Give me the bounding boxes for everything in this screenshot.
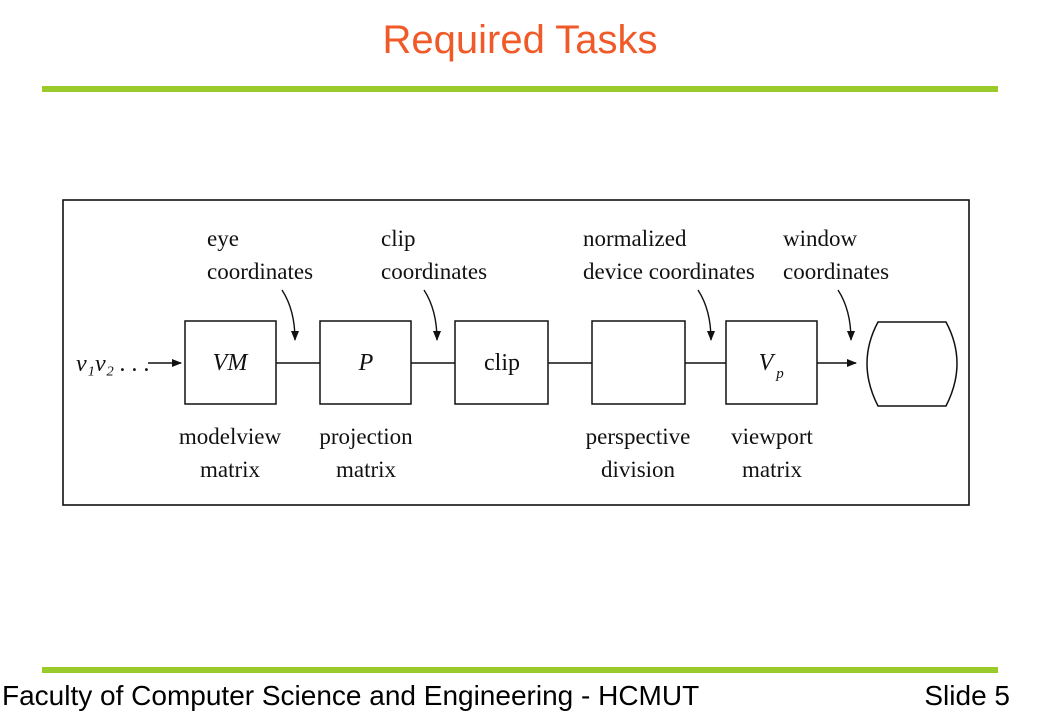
viewport-caption-line1: viewport [731,424,813,449]
normalized-device-coordinates-pointer [697,289,715,341]
projection-caption-line2: matrix [336,457,397,482]
window-label-line1: window [783,226,858,251]
modelview-caption-line1: modelview [179,424,282,449]
clip-box-label: clip [484,350,520,376]
window-coordinates-pointer [837,289,855,341]
perspective-caption-line2: division [601,457,676,482]
footer-divider [42,667,998,673]
footer-text: Faculty of Computer Science and Engineer… [2,680,700,711]
eye-label-line1: eye [207,226,239,251]
projection-caption-line1: projection [319,424,413,449]
clip-label-line2: coordinates [381,259,487,284]
normalized-label-line1: normalized [583,226,687,251]
perspective-caption-line1: perspective [586,424,691,449]
normalized-label-line2: device coordinates [583,259,755,284]
window-label-line2: coordinates [783,259,889,284]
clip-coordinates-pointer [423,289,441,341]
output-window-shape [866,321,958,407]
projection-box-label: P [358,350,374,376]
perspective-division-box [591,320,686,405]
eye-label-line2: coordinates [207,259,313,284]
viewport-box-subscript: p [775,366,784,382]
modelview-box-label: VM [213,350,250,376]
slide-title: Required Tasks [382,18,658,62]
slide-number: Slide 5 [924,680,1010,711]
clip-label-line1: clip [381,226,416,251]
viewport-caption-line2: matrix [742,457,803,482]
input-vertices-label: v₁v₂ . . . [76,351,150,377]
eye-coordinates-pointer [281,289,299,341]
title-divider [42,86,998,92]
viewport-box-label: V [759,350,776,376]
modelview-box [184,320,277,405]
modelview-caption-line2: matrix [200,457,261,482]
diagram-frame [62,199,970,506]
